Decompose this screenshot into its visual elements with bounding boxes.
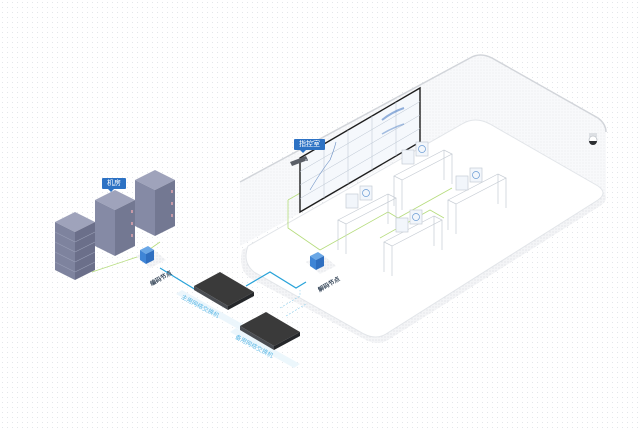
server-racks	[54, 170, 175, 280]
server-room-tag: 机房	[102, 178, 126, 192]
workstations	[337, 141, 507, 276]
server-rack-right	[135, 170, 175, 236]
workstation-2	[393, 141, 453, 210]
server-rack-left	[54, 212, 96, 280]
workstation-3	[383, 209, 443, 276]
dome-camera	[588, 133, 598, 145]
video-wall	[299, 86, 421, 214]
backup-link	[279, 290, 307, 317]
encoder-node	[136, 246, 166, 268]
decoder-node	[306, 252, 336, 274]
workstation-1	[337, 185, 397, 254]
main-switch	[194, 272, 254, 310]
control-room-tag: 指控室	[294, 139, 325, 153]
workstation-4	[447, 167, 507, 234]
switch-label-bands	[176, 290, 300, 368]
backup-switch	[240, 312, 300, 350]
projector	[290, 156, 308, 166]
cyan-network-links	[159, 267, 307, 291]
server-rack-middle	[95, 190, 135, 256]
